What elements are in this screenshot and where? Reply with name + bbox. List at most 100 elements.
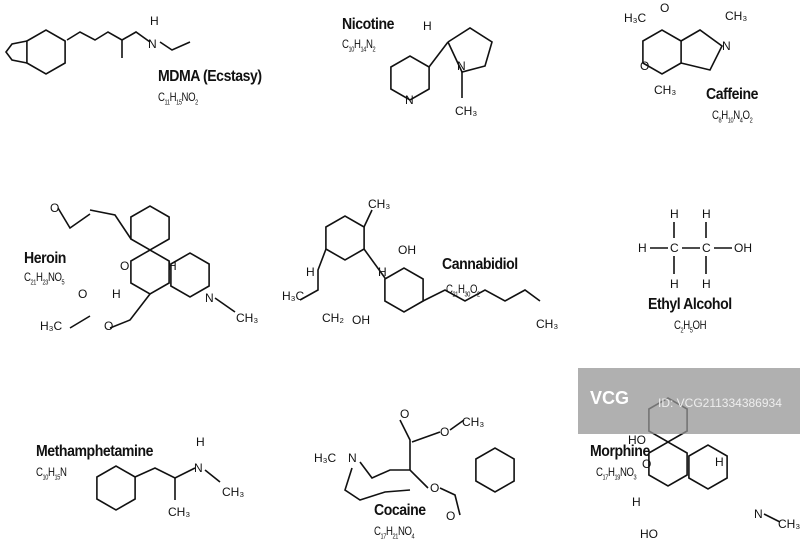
atom-label: CH₂	[322, 311, 344, 325]
ring	[648, 441, 688, 487]
atom-label: O	[104, 319, 113, 333]
nicotine-formula: C10H14N2	[342, 37, 376, 54]
atom-label: H	[638, 241, 647, 255]
cannabidiol-formula: C21H30O2	[446, 282, 480, 299]
bond	[359, 461, 429, 489]
atom-label: O	[430, 481, 439, 495]
atom-label: CH₃	[725, 9, 747, 23]
imidazole-ring	[680, 29, 724, 71]
atom-label: HO	[640, 527, 658, 541]
bond	[299, 248, 327, 301]
atom-label: CH₃	[368, 197, 390, 211]
morphine-formula: C17H19NO3	[596, 465, 637, 482]
atom-label: N	[722, 39, 731, 53]
atom-label: CH₃	[462, 415, 484, 429]
atom-label: N	[194, 461, 203, 475]
atom-label: O	[78, 287, 87, 301]
bond	[399, 419, 411, 470]
atom-label: H	[378, 265, 387, 279]
atom-label: H	[632, 495, 641, 509]
bond	[428, 41, 449, 68]
atom-label: O	[446, 509, 455, 523]
atom-label: H	[150, 14, 159, 28]
atom-label: O	[120, 259, 129, 273]
methamphetamine-name: Methamphetamine	[36, 443, 154, 460]
pyrrolidine-ring	[447, 27, 493, 73]
atom-label: H₃C	[282, 289, 305, 303]
watermark: VCG ID: VCG211334386934	[578, 368, 800, 434]
ring	[170, 252, 210, 298]
nicotine-name: Nicotine	[342, 16, 395, 33]
cocaine-name: Cocaine	[374, 502, 426, 519]
bond	[89, 209, 132, 240]
resorcinol-ring	[384, 267, 424, 313]
bond	[411, 431, 441, 443]
caffeine-name: Caffeine	[706, 86, 759, 103]
atom-label: C	[670, 241, 679, 255]
ethyl-alcohol-name: Ethyl Alcohol	[648, 296, 732, 313]
ring	[688, 444, 728, 490]
atom-label: H	[670, 207, 679, 221]
atom-label: CH₃	[168, 505, 190, 519]
atom-label: H₃C	[314, 451, 337, 465]
morphine-name: Morphine	[590, 443, 650, 460]
atom-label: O	[642, 457, 651, 471]
bond	[134, 467, 196, 479]
atom-label: N	[205, 291, 214, 305]
cocaine-formula: C17H21NO4	[374, 524, 415, 541]
atom-label: OH	[734, 241, 752, 255]
acetyl-bond	[57, 207, 91, 230]
atom-label: N	[457, 59, 466, 73]
atom-label: H	[423, 19, 432, 33]
bond	[204, 469, 221, 483]
atom-label: C	[702, 241, 711, 255]
pentyl-chain	[422, 289, 541, 302]
bond	[214, 297, 236, 313]
bond	[363, 209, 373, 228]
atom-label: N	[148, 37, 157, 51]
benzene-ring	[26, 29, 66, 75]
dioxole-ring	[5, 40, 28, 64]
mdma-name: MDMA (Ecstasy)	[158, 68, 262, 85]
atom-label: H	[112, 287, 121, 301]
bond	[449, 419, 465, 431]
mdma-formula: C11H15NO2	[158, 90, 198, 107]
atom-label: OH	[352, 313, 370, 327]
benzene-ring	[130, 205, 170, 251]
atom-label: CH₃	[536, 317, 558, 331]
atom-label: O	[640, 59, 649, 73]
caffeine-formula: C8H10N4O2	[712, 108, 753, 125]
atom-label: H₃C	[40, 319, 63, 333]
bond	[763, 513, 781, 523]
mdma-chain	[66, 31, 123, 58]
bond	[109, 293, 151, 329]
cannabidiol-name: Cannabidiol	[442, 256, 518, 273]
atom-label: OH	[398, 243, 416, 257]
atom-label: HO	[628, 433, 646, 447]
atom-label: H₃C	[624, 11, 647, 25]
heroin-name: Heroin	[24, 250, 66, 267]
atom-label: CH₃	[654, 83, 676, 97]
bond	[159, 41, 191, 51]
atom-label: CH₃	[778, 517, 800, 531]
atom-label: N	[348, 451, 357, 465]
atom-label: N	[754, 507, 763, 521]
tropane-bond	[344, 467, 411, 501]
methamphetamine-formula: C10H15N	[36, 465, 67, 482]
watermark-logo: VCG	[590, 388, 630, 408]
atom-label: CH₃	[222, 485, 244, 499]
bond	[439, 487, 461, 516]
benzene-ring	[475, 447, 515, 493]
bond	[69, 315, 91, 329]
cyclohexene-ring	[325, 215, 365, 261]
atom-label: H	[670, 277, 679, 291]
atom-label: H	[306, 265, 315, 279]
heroin-formula: C21H23NO5	[24, 270, 65, 287]
ethyl-alcohol-formula: C2H5OH	[674, 318, 707, 335]
atom-label: O	[660, 1, 669, 15]
watermark-id: ID: VCG211334386934	[658, 396, 782, 410]
ring	[130, 249, 170, 295]
atom-label: O	[50, 201, 59, 215]
